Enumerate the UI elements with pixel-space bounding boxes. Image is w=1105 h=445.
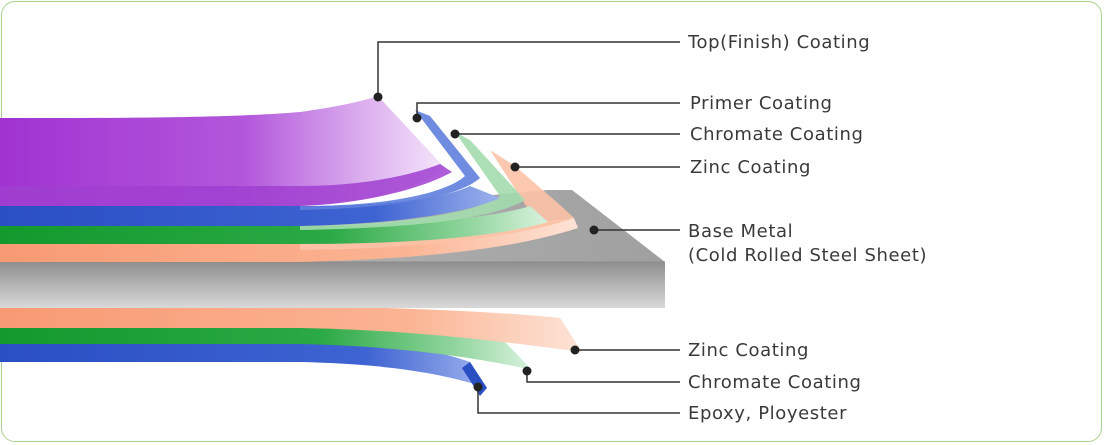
- dot-primer: [412, 113, 422, 123]
- dot-zinc-top: [510, 162, 520, 172]
- leader-top-finish: [377, 41, 680, 96]
- dot-epoxy: [473, 382, 483, 392]
- chromate-layer-upper: [0, 206, 548, 244]
- label-chromate-coating-bottom: Chromate Coating: [688, 372, 862, 393]
- label-top-finish-coating: Top(Finish) Coating: [688, 32, 871, 53]
- leader-primer: [416, 102, 680, 117]
- dot-zinc-bottom: [570, 345, 580, 355]
- dot-top-finish: [373, 92, 383, 102]
- dot-chromate-top: [450, 129, 460, 139]
- label-zinc-coating-top: Zinc Coating: [690, 157, 812, 178]
- zinc-layer-lower: [0, 306, 582, 352]
- finish-layer-upper: [0, 96, 445, 206]
- finish-layer-underside: [0, 164, 452, 206]
- zinc-layer-upper: [0, 218, 578, 262]
- label-base-metal-detail: (Cold Rolled Steel Sheet): [688, 245, 928, 266]
- leader-lines: [377, 41, 680, 414]
- base-metal-front-face: [0, 262, 665, 308]
- leader-epoxy: [477, 386, 680, 414]
- dot-base-metal: [589, 225, 599, 235]
- dot-chromate-bottom: [522, 366, 532, 376]
- primer-layer-upper-curl: [300, 110, 480, 210]
- chromate-layer-lower: [0, 322, 532, 370]
- epoxy-layer-lower: [0, 340, 487, 388]
- label-chromate-coating-top: Chromate Coating: [690, 124, 864, 145]
- leader-dots: [373, 92, 599, 392]
- leader-chromate-bottom: [526, 372, 680, 383]
- label-zinc-coating-bottom: Zinc Coating: [688, 340, 810, 361]
- label-epoxy-polyester: Epoxy, Ployester: [688, 403, 848, 424]
- upper-layers: [0, 96, 578, 262]
- label-primer-coating: Primer Coating: [690, 93, 833, 114]
- lower-layers: [0, 306, 582, 396]
- label-base-metal: Base Metal: [688, 221, 794, 242]
